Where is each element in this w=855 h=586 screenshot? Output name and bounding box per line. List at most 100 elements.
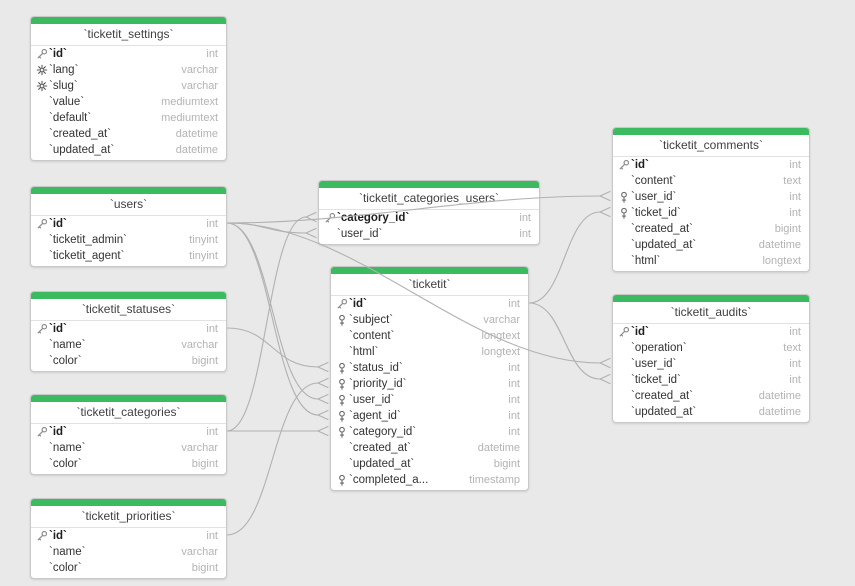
foreign-key-icon [335,410,349,423]
column-row[interactable]: `id`int [31,321,226,337]
table-ticketit_priorities[interactable]: `ticketit_priorities``id`int`name`varcha… [30,498,227,579]
column-row[interactable]: `user_id`int [331,392,528,408]
column-row[interactable]: `ticket_id`int [613,372,809,388]
column-row[interactable]: `subject`varchar [331,312,528,328]
column-row[interactable]: `html` longtext [613,253,809,269]
column-row[interactable]: `updated_at`datetime [613,404,809,420]
relation-line [227,425,329,437]
column-row[interactable]: `name`varchar [31,544,226,560]
column-row[interactable]: `user_id`int [319,226,539,242]
column-row[interactable]: `default`mediumtext [31,110,226,126]
column-row[interactable]: `content`longtext [331,328,528,344]
table-title[interactable]: `ticketit_settings` [31,24,226,46]
column-row[interactable]: `updated_at`bigint [331,456,528,472]
column-row[interactable]: `priority_id`int [331,376,528,392]
column-row[interactable]: `id`int [31,528,226,544]
column-row[interactable]: `color`bigint [31,560,226,576]
table-ticketit_audits[interactable]: `ticketit_audits``id`int`operation`text`… [612,294,810,423]
column-type: int [508,378,520,390]
column-row[interactable]: `ticketit_admin`tinyint [31,232,226,248]
column-name: `name` [49,339,86,351]
table-ticketit_statuses[interactable]: `ticketit_statuses``id`int`name`varchar`… [30,291,227,372]
column-row[interactable]: `slug`varchar [31,78,226,94]
column-row[interactable]: `html`longtext [331,344,528,360]
column-type: varchar [181,546,218,558]
column-name: `created_at` [49,128,112,140]
column-name: `html` [631,255,661,267]
table-title[interactable]: `ticketit_categories_users` [319,188,539,210]
table-ticketit_settings[interactable]: `ticketit_settings``id`int`lang`varchar`… [30,16,227,161]
column-type: int [508,426,520,438]
foreign-key-icon [335,362,349,375]
column-row[interactable]: `category_id`int [331,424,528,440]
table-header-bar[interactable] [319,181,539,188]
column-row[interactable]: `id`int [331,296,528,312]
column-row[interactable]: `category_id`int [319,210,539,226]
column-row[interactable]: `name` varchar [31,337,226,353]
column-row[interactable]: `color`bigint [31,353,226,369]
table-ticketit_comments[interactable]: `ticketit_comments``id`int`content`text`… [612,127,810,272]
column-row[interactable]: `value`mediumtext [31,94,226,110]
column-type: int [789,358,801,370]
column-row[interactable]: `agent_id`int [331,408,528,424]
table-header-bar[interactable] [31,395,226,402]
column-name: `lang` [49,64,79,76]
column-row[interactable]: `user_id`int [613,189,809,205]
table-title[interactable]: `ticketit_priorities` [31,506,226,528]
column-row[interactable]: `ticketit_agent`tinyint [31,248,226,264]
column-row[interactable]: `user_id`int [613,356,809,372]
column-type: int [508,394,520,406]
column-row[interactable]: `created_at`datetime [613,388,809,404]
column-type: int [508,298,520,310]
column-row[interactable]: `id`int [31,424,226,440]
column-type: int [508,410,520,422]
column-row[interactable]: `created_at`datetime [331,440,528,456]
table-title[interactable]: `ticketit_categories` [31,402,226,424]
table-header-bar[interactable] [31,17,226,24]
table-header-bar[interactable] [331,267,528,274]
table-ticketit_categories_users[interactable]: `ticketit_categories_users``category_id`… [318,180,540,245]
column-row[interactable]: `updated_at`datetime [613,237,809,253]
column-type: longtext [762,255,801,267]
table-ticketit_categories[interactable]: `ticketit_categories``id`int`name`varcha… [30,394,227,475]
column-type: bigint [774,223,801,235]
column-row[interactable]: `id`int [31,216,226,232]
column-row[interactable]: `name`varchar [31,440,226,456]
column-row[interactable]: `lang`varchar [31,62,226,78]
column-name: `content` [349,330,395,342]
column-row[interactable]: `updated_at`datetime [31,142,226,158]
column-row[interactable]: `id`int [31,46,226,62]
table-title[interactable]: `ticketit_comments` [613,135,809,157]
column-type: int [206,48,218,60]
column-row[interactable]: `completed_a...timestamp [331,472,528,488]
column-name: `updated_at` [349,458,415,470]
table-header-bar[interactable] [613,295,809,302]
table-header-bar[interactable] [613,128,809,135]
column-name: `id` [631,326,649,338]
table-title[interactable]: `ticketit_audits` [613,302,809,324]
table-header-bar[interactable] [31,499,226,506]
column-row[interactable]: `created_at`datetime [31,126,226,142]
column-row[interactable]: `id`int [613,157,809,173]
column-name: `created_at` [349,442,412,454]
column-row[interactable]: `created_at`bigint [613,221,809,237]
table-title[interactable]: `users` [31,194,226,216]
table-users[interactable]: `users``id`int`ticketit_admin`tinyint`ti… [30,186,227,267]
column-row[interactable]: `id`int [613,324,809,340]
table-title[interactable]: `ticketit_statuses` [31,299,226,321]
column-row[interactable]: `status_id`int [331,360,528,376]
column-row[interactable]: `ticket_id`int [613,205,809,221]
column-type: int [206,218,218,230]
table-header-bar[interactable] [31,187,226,194]
column-row[interactable]: `operation`text [613,340,809,356]
column-type: bigint [191,562,218,574]
column-row[interactable]: `color`bigint [31,456,226,472]
relation-line [528,302,611,385]
table-title[interactable]: `ticketit` [331,274,528,296]
table-header-bar[interactable] [31,292,226,299]
table-ticketit[interactable]: `ticketit``id`int`subject`varchar`conten… [330,266,529,491]
column-row[interactable]: `content`text [613,173,809,189]
index-icon [35,64,49,76]
column-type: varchar [181,339,218,351]
